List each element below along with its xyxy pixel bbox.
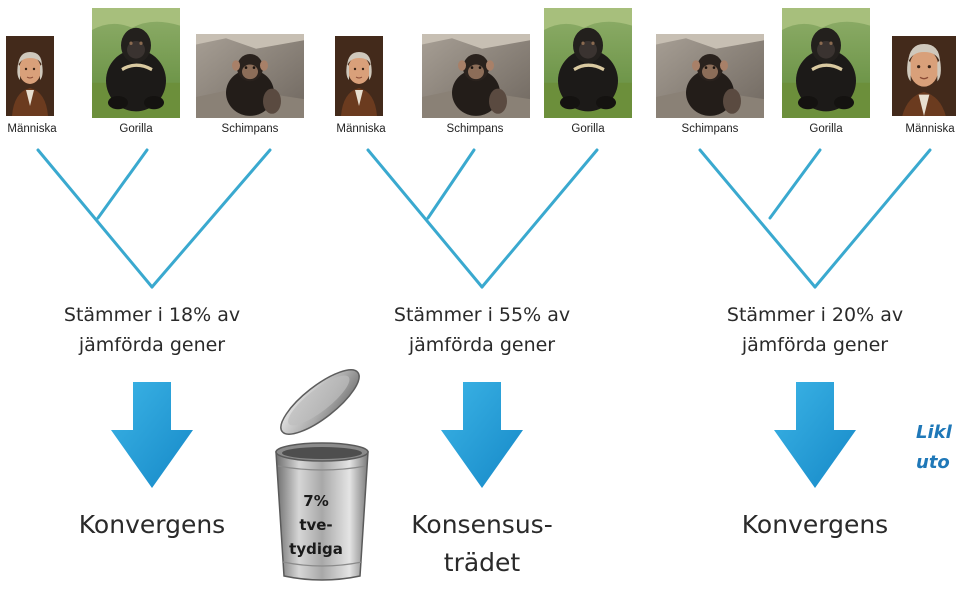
tree-1-stat: Stämmer i 18% av jämförda gener: [22, 300, 282, 360]
tree-2-label-3: Gorilla: [571, 123, 605, 135]
tree-3-label-2: Gorilla: [809, 123, 843, 135]
human-photo: [6, 36, 54, 116]
tree-1-label-1: Människa: [7, 123, 57, 135]
tree-3-result-line1: Konvergens: [741, 510, 889, 539]
bin-label-line3: tydiga: [289, 540, 343, 558]
bin-label-line1: 7%: [303, 492, 329, 510]
gorilla-photo: [782, 8, 870, 118]
tree-1-stat-line2: jämförda gener: [78, 334, 226, 356]
tree-1-result-line1: Konvergens: [78, 510, 226, 539]
tree-1-label-2: Gorilla: [119, 123, 153, 135]
bin-label-line2: tve-: [299, 516, 333, 534]
human-photo: [892, 36, 956, 116]
chimpanzee-photo: [196, 34, 304, 118]
tree-1-branches: [36, 148, 272, 289]
side-note-line1: Likl: [916, 422, 952, 443]
tree-3-stat-line2: jämförda gener: [741, 334, 889, 356]
tree-2-label-1: Människa: [336, 123, 386, 135]
tree-2-stat-line1: Stämmer i 55% av: [393, 304, 571, 326]
tree-3-result: Konvergens: [695, 506, 935, 544]
tree-2-branches: [366, 148, 599, 289]
bin-label: 7% tve- tydiga: [281, 489, 351, 561]
down-arrow-icon: [441, 382, 523, 488]
tree-3-label-3: Människa: [905, 123, 955, 135]
chimpanzee-photo: [656, 34, 764, 118]
tree-2-stat: Stämmer i 55% av jämförda gener: [352, 300, 612, 360]
tree-3-stat-line1: Stämmer i 20% av: [726, 304, 904, 326]
chimpanzee-photo: [422, 34, 530, 118]
tree-1-label-3: Schimpans: [221, 123, 279, 135]
tree-2-result-line1: Konsensus-: [411, 510, 553, 539]
down-arrow-icon: [111, 382, 193, 488]
tree-2-result-line2: trädet: [443, 548, 521, 577]
human-photo: [335, 36, 383, 116]
tree-2-label-2: Schimpans: [446, 123, 504, 135]
tree-3-stat: Stämmer i 20% av jämförda gener: [685, 300, 945, 360]
tree-2-stat-line2: jämförda gener: [408, 334, 556, 356]
gorilla-photo: [92, 8, 180, 118]
tree-1-stat-line1: Stämmer i 18% av: [63, 304, 241, 326]
side-note-line2: uto: [916, 452, 950, 473]
tree-1-result: Konvergens: [32, 506, 272, 544]
tree-3-branches: [698, 148, 932, 289]
trash-bin-icon: [268, 362, 380, 588]
tree-3-label-1: Schimpans: [681, 123, 739, 135]
side-note: Likl uto: [916, 418, 952, 478]
down-arrow-icon: [774, 382, 856, 488]
gorilla-photo: [544, 8, 632, 118]
tree-2-result: Konsensus- trädet: [362, 506, 602, 582]
